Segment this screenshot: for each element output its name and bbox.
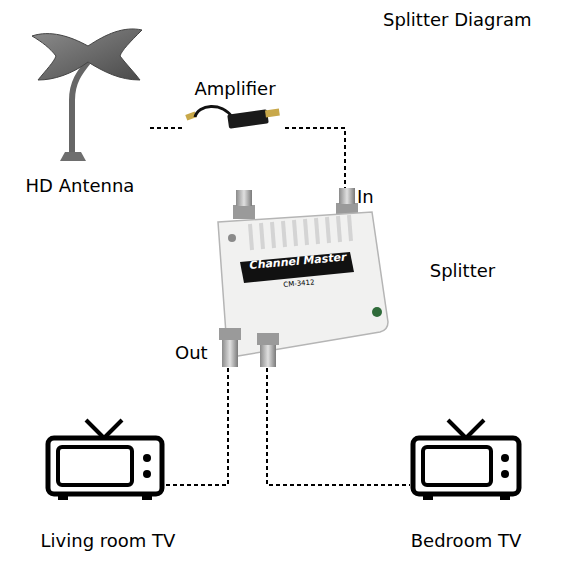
fin bbox=[272, 222, 274, 248]
port-thread bbox=[222, 340, 238, 367]
tv-ear bbox=[104, 420, 122, 438]
tv-foot bbox=[58, 494, 68, 500]
splitter-body bbox=[218, 212, 388, 356]
splitter-illustration bbox=[218, 188, 388, 367]
fin bbox=[261, 223, 263, 249]
tv-node: Living room TV bbox=[40, 415, 165, 555]
tv-foot bbox=[423, 494, 433, 500]
coax-cable bbox=[150, 127, 185, 129]
cooling-fins bbox=[250, 215, 351, 250]
amplifier-cable bbox=[195, 106, 232, 117]
tv-icon bbox=[413, 420, 519, 500]
tv-knob bbox=[143, 470, 151, 478]
antenna-illustration bbox=[32, 29, 142, 161]
amplifier-body bbox=[227, 109, 269, 128]
port-nut bbox=[257, 333, 279, 345]
tv-knob bbox=[501, 470, 509, 478]
diagram-title: Splitter Diagram bbox=[383, 9, 531, 31]
port-thread bbox=[260, 345, 276, 367]
ground-screw bbox=[372, 307, 382, 317]
fin bbox=[305, 219, 307, 245]
amplifier-connector bbox=[265, 109, 280, 118]
fin bbox=[250, 224, 252, 250]
tv-screen bbox=[58, 447, 132, 485]
tv-ear bbox=[448, 420, 466, 438]
port-nut bbox=[233, 205, 255, 219]
port-nut bbox=[219, 328, 241, 340]
tv-icon bbox=[48, 420, 162, 500]
antenna-element bbox=[32, 29, 142, 80]
port-label: In bbox=[357, 186, 374, 208]
device-label: Bedroom TV bbox=[400, 530, 532, 552]
fin bbox=[316, 218, 318, 244]
splitter-node: Splitter bbox=[215, 188, 505, 368]
fin bbox=[294, 220, 296, 246]
port-thread bbox=[236, 190, 252, 206]
led bbox=[228, 234, 236, 242]
port-thread bbox=[339, 188, 355, 204]
fin bbox=[283, 221, 285, 247]
coax-cable bbox=[285, 128, 345, 188]
amplifier-illustration bbox=[185, 106, 280, 128]
tv-node: Bedroom TV bbox=[410, 415, 522, 555]
tv-foot bbox=[142, 494, 152, 500]
antenna-node: HD Antenna bbox=[10, 20, 150, 198]
tv-ear bbox=[86, 420, 104, 438]
antenna-mast bbox=[72, 62, 88, 152]
amplifier-node: Amplifier bbox=[185, 78, 285, 138]
coax-cable bbox=[267, 368, 410, 485]
device-label: Living room TV bbox=[28, 530, 188, 552]
tv-ear bbox=[466, 420, 484, 438]
port-label: Out bbox=[175, 342, 208, 364]
coax-cable bbox=[165, 368, 228, 485]
tv-cabinet bbox=[48, 438, 162, 494]
antenna-base bbox=[60, 152, 86, 161]
tv-knob bbox=[143, 454, 151, 462]
device-label: HD Antenna bbox=[10, 175, 150, 197]
tv-screen bbox=[423, 447, 491, 485]
device-label: Splitter bbox=[420, 260, 505, 282]
tv-cabinet bbox=[413, 438, 519, 494]
tv-knob bbox=[501, 454, 509, 462]
device-label: Amplifier bbox=[175, 78, 295, 100]
fin bbox=[338, 216, 340, 242]
fin bbox=[349, 215, 351, 241]
tv-foot bbox=[500, 494, 510, 500]
fin bbox=[327, 217, 329, 243]
